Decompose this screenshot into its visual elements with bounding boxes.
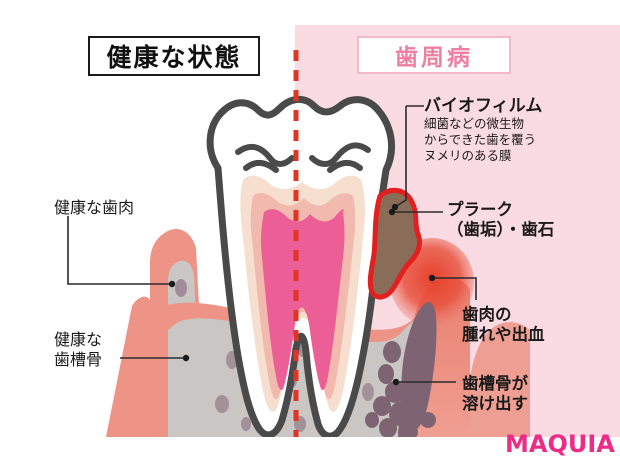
plaque-line-2: （歯垢）・歯石 — [447, 219, 555, 239]
healthy-bone-line-1: 健康な — [54, 330, 103, 349]
inflamed-gum-and-bone — [365, 238, 530, 437]
gum-swelling-line-1: 歯肉の — [462, 305, 512, 324]
annotation-plaque: プラーク （歯垢）・歯石 — [447, 200, 554, 240]
tooth-pulp — [260, 209, 345, 391]
healthy-title-label: 健康な状態 — [106, 43, 242, 72]
leader-dots — [168, 203, 436, 386]
annotation-healthy-gum: 健康な歯肉 — [54, 198, 134, 218]
maquia-logo: MAQUIA — [505, 430, 615, 458]
gum-swelling-line-2: 腫れや出血 — [462, 324, 545, 344]
healthy-title-box: 健康な状態 — [88, 36, 260, 76]
biofilm-heading: バイオフィルム — [424, 96, 543, 116]
tooth — [206, 96, 395, 437]
healthy-gum-line-1: 健康な歯肉 — [54, 198, 135, 217]
plaque-deposit — [367, 187, 423, 300]
biofilm-line-2: からできた歯を覆う — [424, 132, 537, 148]
annotation-healthy-bone: 健康な 歯槽骨 — [54, 330, 102, 370]
disease-title-label: 歯周病 — [395, 45, 473, 71]
healthy-bone-line-2: 歯槽骨 — [54, 350, 103, 369]
biofilm-line-3: ヌメリのある膜 — [424, 148, 512, 164]
annotation-gum-swelling: 歯肉の 腫れや出血 — [462, 305, 545, 345]
disease-title-box: 歯周病 — [357, 36, 511, 74]
annotation-biofilm: バイオフィルム 細菌などの微生物 からできた歯を覆う ヌメリのある膜 — [424, 96, 542, 164]
biofilm-line-1: 細菌などの微生物 — [424, 116, 525, 132]
annotation-bone-loss: 歯槽骨が 溶け出す — [462, 374, 528, 414]
occlusal-fissures — [235, 142, 371, 173]
plaque-line-1: プラーク — [447, 200, 513, 219]
leader-lines — [67, 105, 477, 383]
bone-loss-line-1: 歯槽骨が — [462, 374, 528, 393]
plaque-shape — [367, 187, 423, 300]
left-gum-band — [106, 296, 150, 437]
dissolving-bone — [365, 301, 437, 437]
bone-loss-line-2: 溶け出す — [462, 393, 528, 413]
